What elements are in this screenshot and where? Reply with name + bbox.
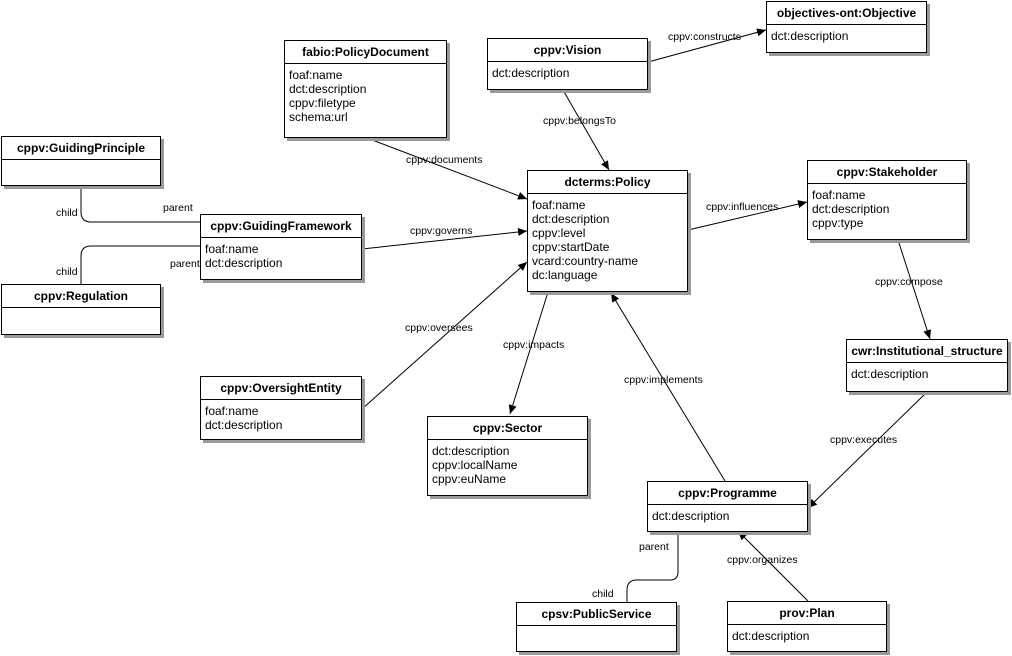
attribute: dct:description <box>812 202 890 216</box>
edge-label-oversees: cppv:oversees <box>405 322 473 334</box>
edge-label-belongs-to: cppv:belongsTo <box>543 115 616 127</box>
class-oversight-entity[interactable]: cppv:OversightEntity foaf:name dct:descr… <box>200 376 362 440</box>
attribute: dct:description <box>432 444 510 458</box>
attribute: cppv:localName <box>432 458 518 472</box>
attribute: foaf:name <box>205 242 259 256</box>
class-title: cwr:Institutional_structure <box>847 340 1007 363</box>
edge-governs <box>361 227 528 250</box>
attribute: cppv:filetype <box>289 96 356 110</box>
attribute: cppv:startDate <box>532 240 610 254</box>
attribute: dc:language <box>532 268 598 282</box>
class-title: cppv:Sector <box>428 417 587 440</box>
edge-label-child-principle: child <box>56 207 78 219</box>
attribute: dct:description <box>771 29 849 43</box>
edge-label-documents: cppv:documents <box>406 154 482 166</box>
edge-label-compose: cppv:compose <box>875 276 943 288</box>
attribute: cppv:type <box>812 216 864 230</box>
attribute: dct:description <box>652 509 730 523</box>
class-title: cppv:Stakeholder <box>808 161 966 184</box>
attribute: dct:description <box>532 212 610 226</box>
attribute: dct:description <box>851 367 929 381</box>
edge-label-parent-programme: parent <box>639 541 669 553</box>
attribute: foaf:name <box>812 188 866 202</box>
class-policy-document[interactable]: fabio:PolicyDocument foaf:name dct:descr… <box>284 40 447 138</box>
attribute: dct:description <box>289 82 367 96</box>
edge-belongs-to <box>562 89 610 171</box>
class-attributes: dct:description <box>767 25 926 43</box>
class-title: cppv:OversightEntity <box>201 377 361 400</box>
edge-influences <box>687 200 808 231</box>
edge-impacts <box>508 291 549 415</box>
class-attributes: foaf:name dct:description cppv:filetype … <box>285 64 446 124</box>
attribute: dct:description <box>732 629 810 643</box>
class-title: fabio:PolicyDocument <box>285 41 446 64</box>
edge-programme-publicservice <box>626 532 679 604</box>
edge-label-child-regulation: child <box>56 266 78 278</box>
class-attributes: foaf:name dct:description <box>201 238 361 270</box>
edge-label-parent-regulation: parent <box>170 258 200 270</box>
class-title: cppv:Regulation <box>2 285 160 308</box>
attribute: schema:url <box>289 110 348 124</box>
edge-label-implements: cppv:implements <box>624 374 703 386</box>
class-title: cpsv:PublicService <box>517 603 676 626</box>
class-objective[interactable]: objectives-ont:Objective dct:description <box>766 1 927 53</box>
class-title: cppv:Vision <box>488 39 647 62</box>
edge-documents <box>366 137 528 200</box>
edge-oversees <box>361 261 528 410</box>
edge-label-parent-principle: parent <box>163 202 193 214</box>
class-title: cppv:GuidingPrinciple <box>2 137 160 160</box>
edge-label-child-publicservice: child <box>592 588 614 600</box>
attribute: cppv:euName <box>432 472 507 486</box>
class-guiding-framework[interactable]: cppv:GuidingFramework foaf:name dct:desc… <box>200 214 362 280</box>
edge-principle-framework <box>80 186 200 223</box>
edge-label-executes: cppv:executes <box>830 434 897 446</box>
edge-compose <box>897 239 932 340</box>
attribute: vcard:country-name <box>532 254 639 268</box>
edge-constructs <box>647 28 767 63</box>
class-title: objectives-ont:Objective <box>767 2 926 25</box>
class-attributes: foaf:name dct:description cppv:level cpp… <box>528 194 687 282</box>
class-institutional-structure[interactable]: cwr:Institutional_structure dct:descript… <box>846 339 1008 392</box>
class-attributes: dct:description <box>648 505 807 523</box>
edge-executes <box>807 391 928 509</box>
class-attributes: dct:description <box>488 62 647 80</box>
attribute: foaf:name <box>532 198 586 212</box>
class-public-service[interactable]: cpsv:PublicService <box>516 602 677 652</box>
attribute: dct:description <box>205 256 283 270</box>
class-title: dcterms:Policy <box>528 171 687 194</box>
class-title: prov:Plan <box>728 602 886 625</box>
edge-label-constructs: cppv:constructs <box>668 31 741 43</box>
attribute: dct:description <box>205 418 283 432</box>
class-guiding-principle[interactable]: cppv:GuidingPrinciple <box>1 136 161 186</box>
class-sector[interactable]: cppv:Sector dct:description cppv:localNa… <box>427 416 588 496</box>
edge-regulation-framework <box>80 245 200 284</box>
class-stakeholder[interactable]: cppv:Stakeholder foaf:name dct:descripti… <box>807 160 967 240</box>
edge-label-influences: cppv:influences <box>706 201 778 213</box>
edge-label-impacts: cppv:impacts <box>503 339 564 351</box>
class-attributes: dct:description <box>728 625 886 643</box>
attribute: foaf:name <box>289 68 343 82</box>
class-attributes: dct:description <box>847 363 1007 381</box>
class-policy[interactable]: dcterms:Policy foaf:name dct:description… <box>527 170 688 292</box>
edge-label-governs: cppv:governs <box>410 225 472 237</box>
class-attributes: foaf:name dct:description <box>201 400 361 432</box>
attribute: dct:description <box>492 66 570 80</box>
edge-organizes <box>737 530 809 602</box>
edge-implements <box>610 292 726 482</box>
attribute: foaf:name <box>205 404 259 418</box>
class-attributes: dct:description cppv:localName cppv:euNa… <box>428 440 587 486</box>
class-title: cppv:Programme <box>648 482 807 505</box>
class-plan[interactable]: prov:Plan dct:description <box>727 601 887 652</box>
class-title: cppv:GuidingFramework <box>201 215 361 238</box>
class-regulation[interactable]: cppv:Regulation <box>1 284 161 335</box>
edge-label-organizes: cppv:organizes <box>727 554 798 566</box>
class-vision[interactable]: cppv:Vision dct:description <box>487 38 648 90</box>
class-attributes: foaf:name dct:description cppv:type <box>808 184 966 230</box>
attribute: cppv:level <box>532 226 586 240</box>
class-programme[interactable]: cppv:Programme dct:description <box>647 481 808 532</box>
